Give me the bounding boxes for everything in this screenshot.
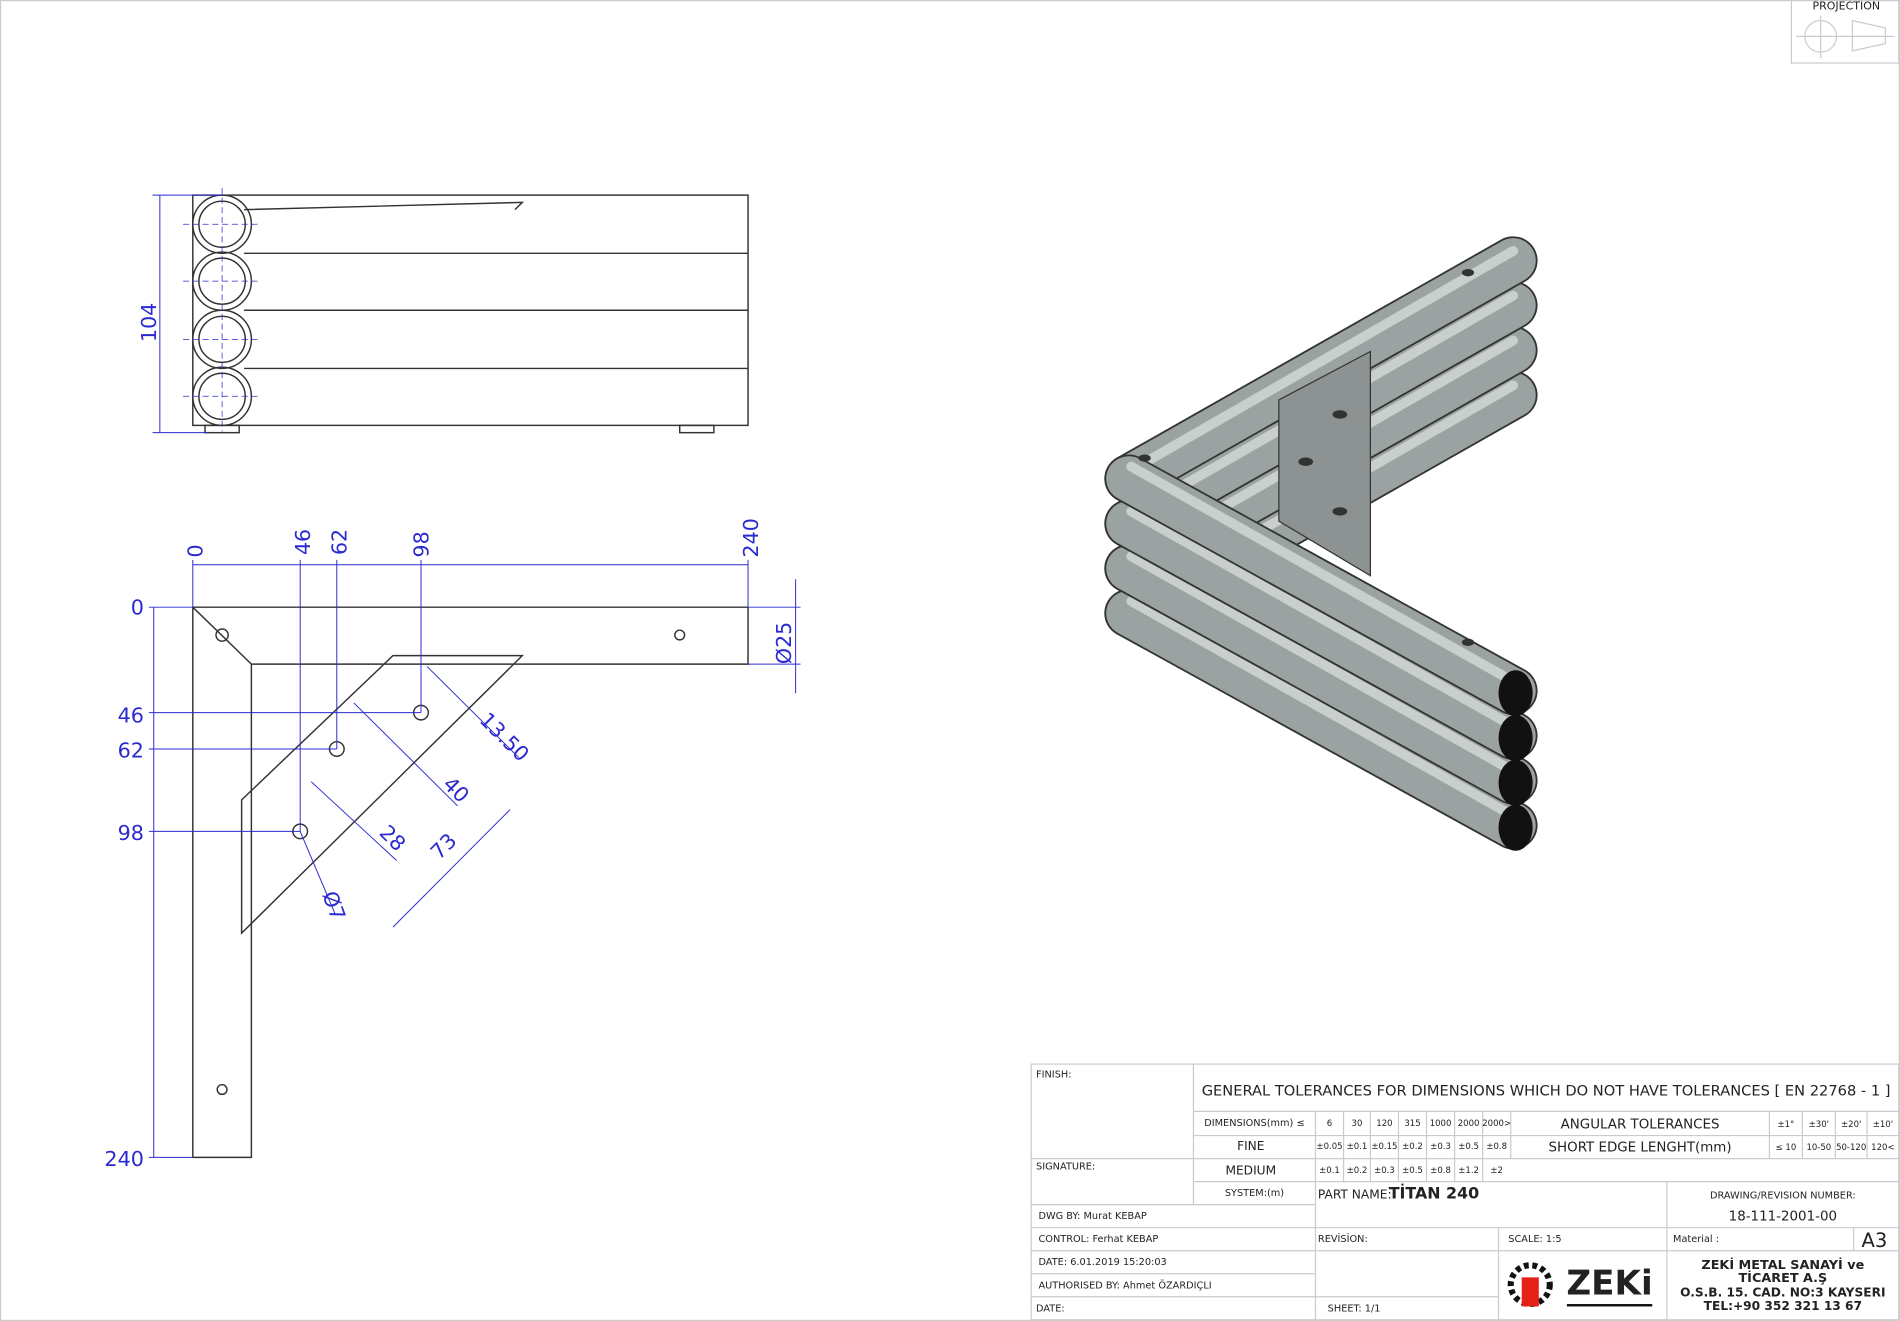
projection-symbol: PROJECTION [1790,0,1900,64]
svg-text:SCALE: 1:5: SCALE: 1:5 [1508,1234,1561,1245]
tube-end [1498,759,1533,806]
company-logo: ZEKi [1507,1262,1653,1308]
tolerance-short_edge: ≤ 10 [1776,1143,1797,1153]
svg-text:SHEET: 1/1: SHEET: 1/1 [1328,1303,1381,1314]
tolerance-fine: ±0.1 [1347,1142,1368,1152]
tube-end [1498,670,1533,717]
svg-text:MEDIUM: MEDIUM [1225,1163,1276,1177]
svg-text:FINE: FINE [1237,1139,1264,1153]
svg-text:0: 0 [131,596,144,620]
tolerance-medium: ±0.1 [1319,1166,1340,1176]
svg-text:98: 98 [409,531,433,557]
svg-text:SYSTEM:(m): SYSTEM:(m) [1225,1188,1284,1199]
svg-text:ANGULAR TOLERANCES: ANGULAR TOLERANCES [1561,1117,1720,1132]
tolerance-medium: ±0.2 [1347,1166,1368,1176]
svg-text:ZEKİ METAL SANAYİ ve: ZEKİ METAL SANAYİ ve [1701,1257,1864,1273]
tolerance-dimensions: 1000 [1430,1119,1452,1129]
svg-text:CONTROL: Ferhat KEBAP: CONTROL: Ferhat KEBAP [1038,1234,1158,1245]
tolerance-fine: ±0.2 [1402,1142,1423,1152]
tolerance-medium: ±0.5 [1402,1166,1423,1176]
tolerance-dimensions: 6 [1327,1119,1332,1129]
svg-text:46: 46 [291,529,315,555]
svg-text:Ø25: Ø25 [772,622,796,664]
tolerance-short_edge: 10-50 [1806,1143,1831,1153]
tolerance-medium: ±2 [1490,1166,1503,1176]
tolerance-dimensions: 30 [1352,1119,1363,1129]
svg-text:O.S.B. 15. CAD. NO:3 KAYSERI: O.S.B. 15. CAD. NO:3 KAYSERI [1680,1286,1885,1300]
general-tolerances-title: GENERAL TOLERANCES FOR DIMENSIONS WHICH … [1202,1083,1891,1100]
tube-end [1498,715,1533,762]
tolerance-medium: ±0.8 [1430,1166,1451,1176]
svg-text:DIMENSIONS(mm) ≤: DIMENSIONS(mm) ≤ [1204,1118,1304,1129]
tolerance-dimensions: 315 [1404,1119,1420,1129]
tolerance-short_edge: 120< [1871,1143,1894,1153]
tolerance-fine: ±0.3 [1430,1142,1451,1152]
svg-text:PART NAME:: PART NAME: [1318,1188,1392,1202]
svg-text:Material :: Material : [1673,1234,1719,1245]
svg-text:46: 46 [118,703,144,727]
tolerance-dimensions: 2000> [1482,1119,1511,1129]
svg-text:0: 0 [184,544,208,557]
isometric-view [1104,236,1538,851]
tolerance-medium: ±0.3 [1374,1166,1395,1176]
finish-label: FINISH: [1036,1069,1071,1080]
svg-text:PROJECTION: PROJECTION [1813,0,1881,13]
svg-text:240: 240 [104,1147,144,1171]
svg-text:REVİSİON:: REVİSİON: [1318,1232,1368,1245]
top-view: 104 [137,187,749,434]
svg-text:240: 240 [739,518,763,557]
svg-text:AUTHORISED BY: Ahmet ÖZARDIÇLI: AUTHORISED BY: Ahmet ÖZARDIÇLI [1038,1278,1211,1291]
tolerance-angular: ±30' [1809,1120,1829,1130]
drawing-number: 18-111-2001-00 [1729,1209,1837,1224]
svg-text:TİCARET A.Ş: TİCARET A.Ş [1738,1270,1827,1286]
tolerance-dimensions: 2000 [1458,1119,1480,1129]
tolerance-medium: ±1.2 [1458,1166,1479,1176]
svg-text:62: 62 [327,529,351,555]
svg-text:98: 98 [118,821,144,845]
svg-text:SHORT EDGE LENGHT(mm): SHORT EDGE LENGHT(mm) [1549,1140,1732,1155]
svg-text:DWG BY: Murat KEBAP: DWG BY: Murat KEBAP [1038,1211,1146,1222]
height-dimension: 104 [137,303,161,342]
svg-text:DRAWING/REVISION NUMBER:: DRAWING/REVISION NUMBER: [1710,1191,1856,1202]
tolerance-fine: ±0.05 [1316,1142,1342,1152]
svg-text:ZEKi: ZEKi [1566,1263,1652,1303]
svg-text:TEL:+90 352 321 13 67: TEL:+90 352 321 13 67 [1704,1299,1862,1313]
tolerance-fine: ±0.5 [1458,1142,1479,1152]
tube-end [1498,804,1533,851]
tolerance-angular: ±20' [1841,1120,1861,1130]
part-name: TİTAN 240 [1389,1184,1479,1203]
tolerance-angular: ±10' [1873,1120,1893,1130]
svg-text:A3: A3 [1861,1229,1887,1252]
tolerance-short_edge: 50-120 [1836,1143,1866,1153]
tolerance-fine: ±0.8 [1486,1142,1507,1152]
svg-text:DATE:: DATE: [1036,1303,1065,1314]
signature-label: SIGNATURE: [1036,1162,1095,1173]
svg-text:62: 62 [118,739,144,763]
tolerance-angular: ±1° [1777,1120,1794,1130]
tolerance-fine: ±0.15 [1371,1142,1397,1152]
svg-text:DATE: 6.01.2019 15:20:03: DATE: 6.01.2019 15:20:03 [1038,1257,1166,1268]
tolerance-dimensions: 120 [1376,1119,1392,1129]
